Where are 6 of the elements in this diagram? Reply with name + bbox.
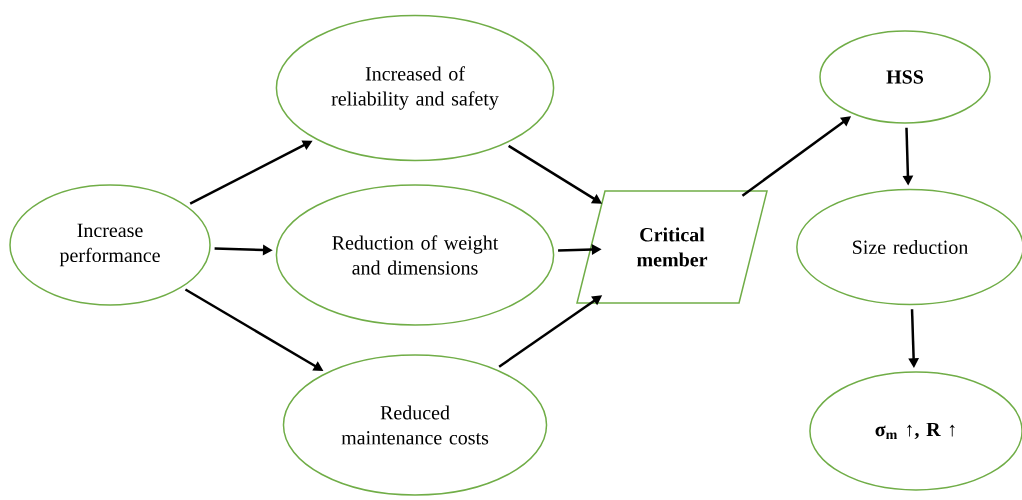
ellipse-node: Increased of reliability and safety	[275, 14, 555, 162]
ellipse-node: HSS	[819, 30, 991, 124]
ellipse-node: Reduced maintenance costs	[282, 354, 548, 496]
ellipse-node: Increase performance	[9, 184, 211, 306]
parallelogram-node: Critical member	[576, 190, 768, 304]
ellipse-node: Reduction of weight and dimensions	[275, 184, 555, 326]
